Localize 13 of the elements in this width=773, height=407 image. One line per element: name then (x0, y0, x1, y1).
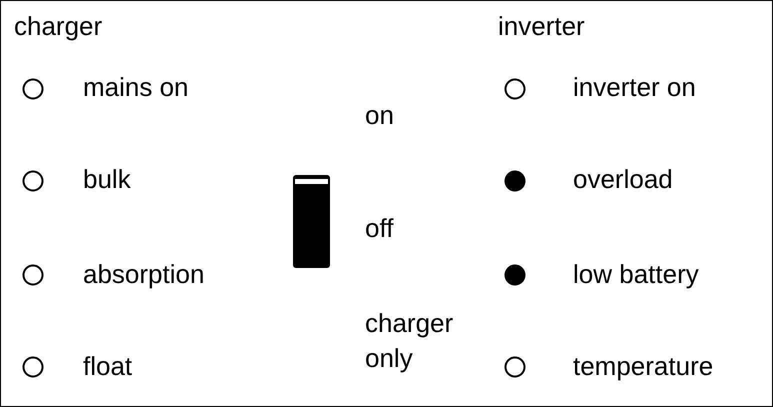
indicator-label: low battery (573, 259, 699, 289)
indicator-label: mains on (83, 72, 188, 102)
indicator-label: absorption (83, 259, 204, 289)
switch-position-label: charger only (365, 307, 454, 375)
indicator-label: bulk (83, 164, 131, 194)
indicator-label: float (83, 351, 132, 381)
indicator-label: overload (573, 164, 673, 194)
indicator-label: temperature (573, 351, 714, 381)
indicator-label: inverter on (573, 72, 696, 102)
heading: charger (14, 11, 102, 41)
switch-position-label: on (365, 100, 394, 130)
switch-position-label: off (365, 213, 394, 243)
heading: inverter (498, 11, 585, 41)
